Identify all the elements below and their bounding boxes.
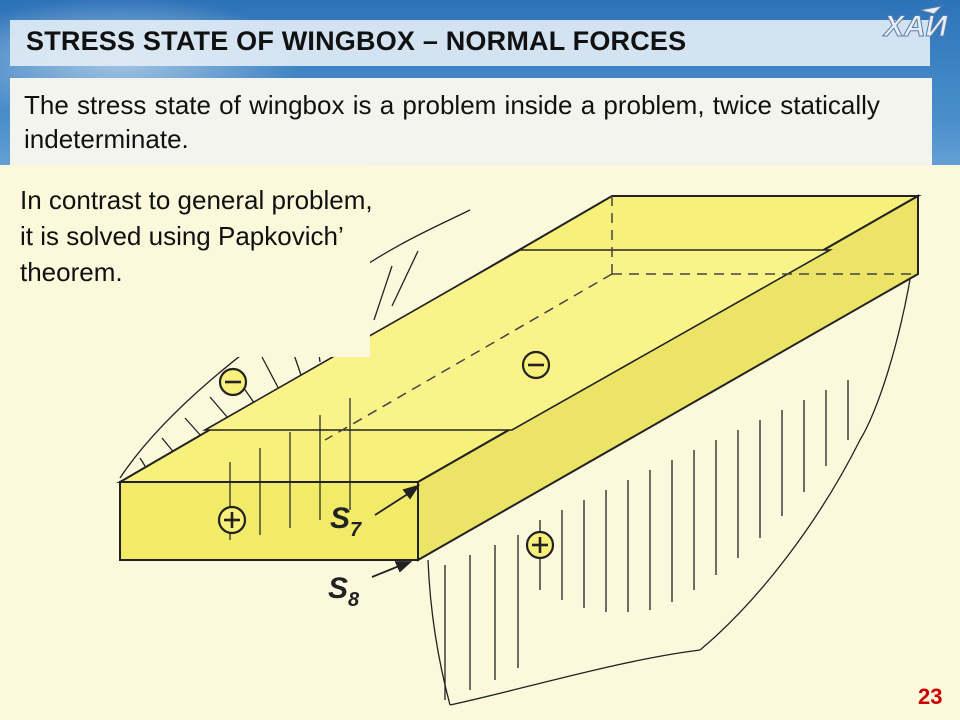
logo-text: ХАИ xyxy=(882,10,948,43)
s7-label: S7 xyxy=(330,502,362,541)
sign-glyphs xyxy=(224,363,548,553)
label-arrows xyxy=(371,484,421,578)
page-number: 23 xyxy=(918,684,943,709)
bottom-hatching xyxy=(444,535,519,700)
right-hatching xyxy=(539,380,849,612)
web-face-hatching xyxy=(229,398,351,540)
wingbox-front-face xyxy=(119,481,419,561)
university-logo: ХАИ xyxy=(882,5,948,44)
hidden-edges xyxy=(324,196,918,441)
side-note-text: In contrast to general problem, it is so… xyxy=(20,185,373,287)
title-bar xyxy=(10,20,930,66)
wingbox-inner-cut xyxy=(201,249,834,431)
intro-text: The stress state of wingbox is a problem… xyxy=(24,90,880,154)
bottom-stress-curve xyxy=(427,559,451,706)
s8-label: S8 xyxy=(328,572,360,611)
side-note-box xyxy=(10,165,370,357)
slide-title: STRESS STATE OF WINGBOX – NORMAL FORCES xyxy=(26,26,687,56)
intro-box xyxy=(10,78,932,166)
